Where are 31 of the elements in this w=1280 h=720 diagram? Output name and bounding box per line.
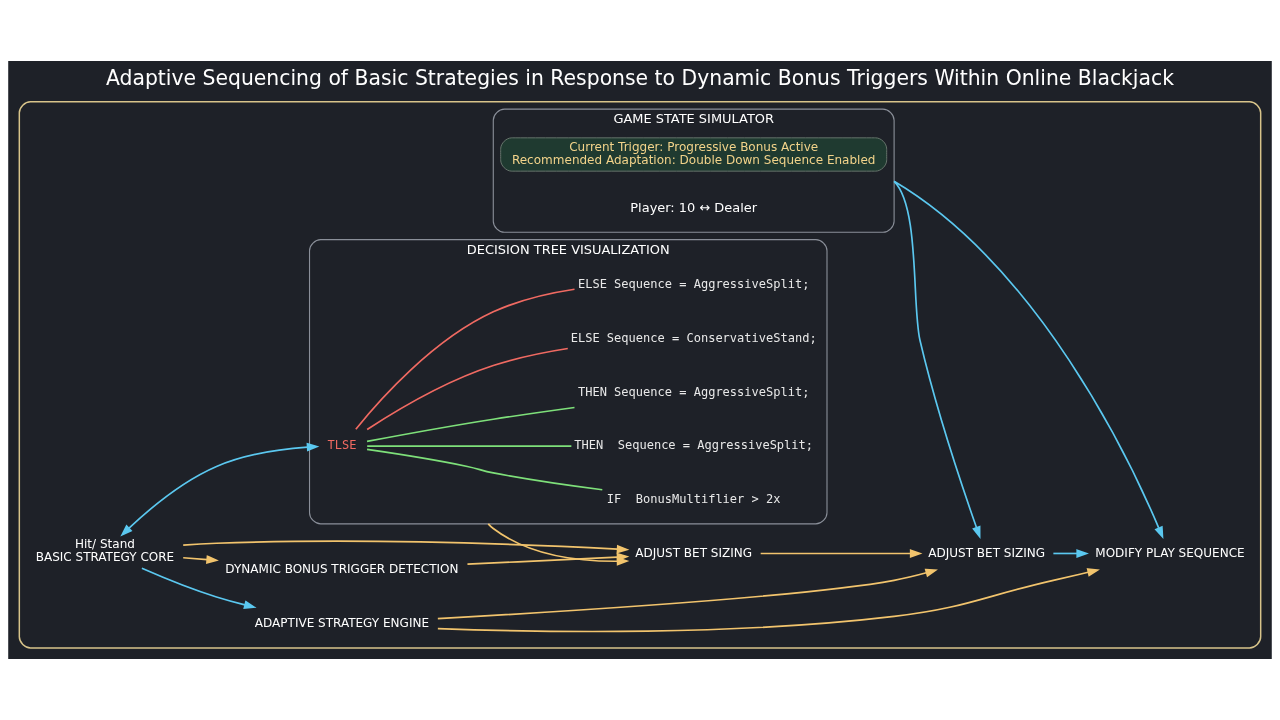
arrow — [141, 567, 257, 610]
node-text: THEN Sequence = AggressiveSplit; — [577, 384, 810, 399]
node-text: DYNAMIC BONUS TRIGGER DETECTION — [225, 562, 459, 577]
node-text: ADJUST BET SIZING — [635, 545, 753, 560]
node-box: Current Trigger: Progressive Bonus Active Recommended Adaptation: Double Down Sequence Enabled — [500, 137, 888, 172]
arrow — [1052, 549, 1089, 558]
node-text: IF BonusMultiflier > 2x — [606, 491, 781, 506]
diagram-title: Adaptive Sequencing of Basic Strategies in Response to Dynamic Bonus Triggers Within Online Blackjack — [105, 65, 1175, 90]
node-text: TLSE — [327, 438, 357, 453]
arrow — [759, 549, 923, 558]
arrow — [120, 442, 320, 537]
node-text: Hit/ Stand BASIC STRATEGY CORE — [35, 537, 175, 565]
connector — [366, 406, 576, 443]
arrow — [893, 180, 981, 539]
node-text: ADAPTIVE STRATEGY ENGINE — [254, 615, 430, 630]
arrow — [893, 180, 1164, 540]
connector — [366, 347, 569, 431]
node-text: MODIFY PLAY SEQUENCE — [1095, 545, 1245, 560]
arrow — [182, 540, 630, 554]
cluster — [18, 101, 1262, 649]
arrow — [182, 555, 219, 564]
connector — [366, 445, 573, 447]
arrow — [437, 568, 1100, 633]
label: Player: 10 ↔ Dealer — [630, 199, 758, 215]
node-text: ADJUST BET SIZING — [928, 545, 1046, 560]
connector — [355, 288, 576, 431]
arrow — [437, 568, 938, 620]
node-text: ELSE Sequence = AggressiveSplit; — [577, 277, 810, 292]
node-text: THEN Sequence = AggressiveSplit; — [574, 438, 814, 453]
connector — [366, 448, 604, 491]
node-text: ELSE Sequence = ConservativeStand; — [570, 330, 817, 345]
